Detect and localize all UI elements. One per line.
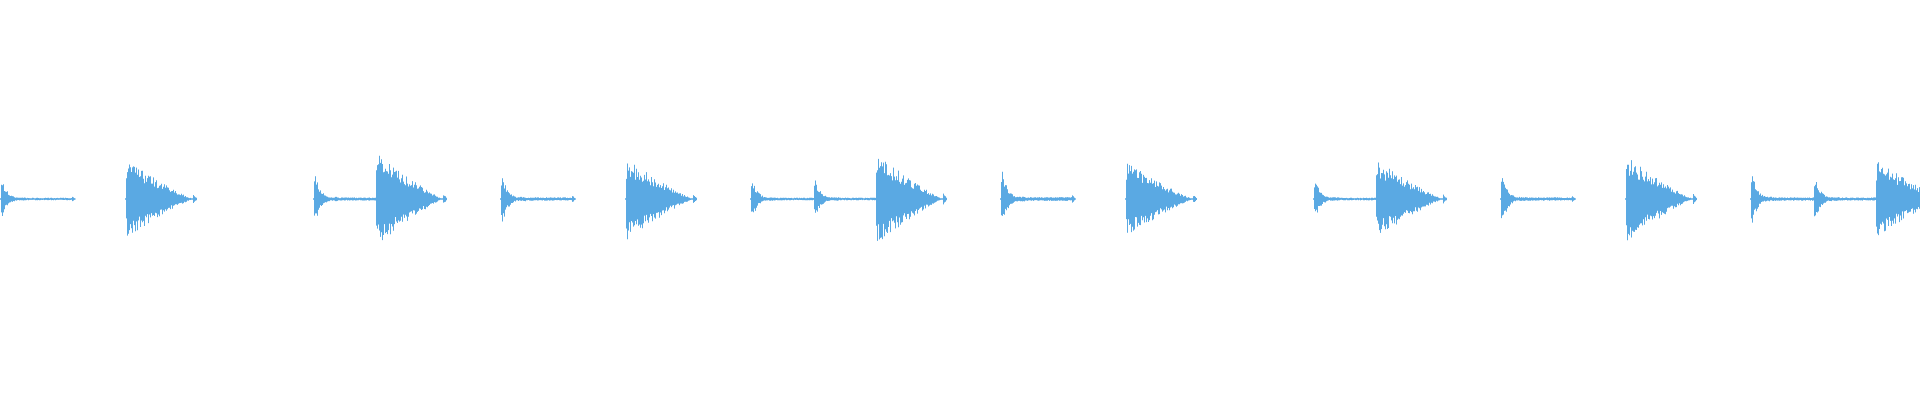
waveform-hit — [1000, 171, 1076, 216]
waveform-hit — [500, 178, 576, 222]
waveform-hit — [625, 163, 697, 240]
waveform-hit — [1875, 162, 1920, 236]
waveform-hit — [375, 155, 447, 241]
waveform-hit — [1500, 178, 1576, 219]
waveform-group — [0, 155, 1920, 241]
waveform-hit — [0, 184, 76, 216]
waveform-hit — [1125, 163, 1197, 233]
waveform-hit — [1625, 160, 1697, 241]
waveform-hit — [125, 164, 197, 236]
waveform-hit — [1375, 162, 1447, 233]
waveform-hit — [875, 158, 947, 241]
